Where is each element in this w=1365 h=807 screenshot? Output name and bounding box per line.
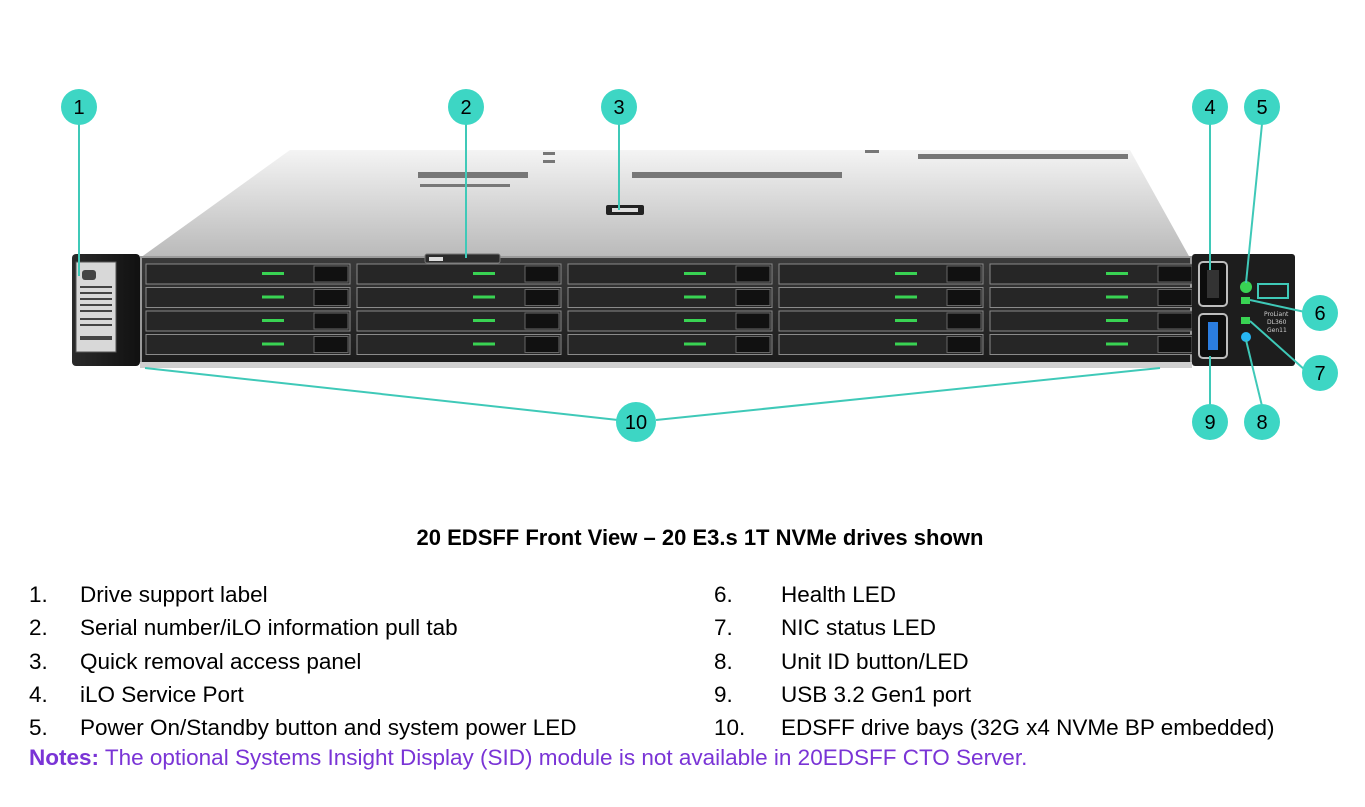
drive-bay[interactable] xyxy=(145,263,351,285)
callout-10: 10 xyxy=(616,402,656,442)
drive-bay[interactable] xyxy=(145,334,351,355)
figure-caption: 20 EDSFF Front View – 20 E3.s 1T NVMe dr… xyxy=(416,525,984,550)
svg-text:2: 2 xyxy=(460,97,471,119)
drive-bay[interactable] xyxy=(567,334,773,355)
legend-number: 8. xyxy=(714,648,733,674)
drive-activity-led xyxy=(262,295,284,299)
server-front-view-diagram: ProLiant DL360 Gen11 1 2 3 4 5 6 7 8 9 1… xyxy=(61,89,1338,442)
legend-number: 10. xyxy=(714,715,746,741)
model-label-3: Gen11 xyxy=(1267,327,1287,334)
drive-activity-led xyxy=(1106,342,1128,346)
drive-activity-led xyxy=(895,295,917,299)
notes-text: The optional Systems Insight Display (SI… xyxy=(99,745,1028,770)
drive-activity-led xyxy=(473,319,495,322)
drive-activity-led xyxy=(895,272,917,275)
callout-1: 1 xyxy=(61,89,97,125)
leader-lines xyxy=(78,123,1306,421)
svg-text:1: 1 xyxy=(73,97,84,119)
callout-2: 2 xyxy=(448,89,484,125)
drive-bay[interactable] xyxy=(778,334,984,355)
drive-activity-led xyxy=(895,319,917,322)
drive-activity-led xyxy=(473,342,495,346)
drive-bay[interactable] xyxy=(356,310,562,332)
drive-activity-led xyxy=(1106,295,1128,299)
drive-bay[interactable] xyxy=(989,263,1195,285)
drive-activity-led xyxy=(684,295,706,299)
drive-activity-led xyxy=(684,319,706,322)
health-led xyxy=(1241,297,1250,304)
svg-text:6: 6 xyxy=(1314,303,1325,325)
legend-text: Serial number/iLO information pull tab xyxy=(80,615,458,641)
legend-text: NIC status LED xyxy=(781,615,937,641)
drive-bay[interactable] xyxy=(567,310,773,332)
legend-text: Drive support label xyxy=(80,582,268,607)
legend-number: 2. xyxy=(29,615,48,641)
callout-5: 5 xyxy=(1244,89,1280,125)
legend-text: Power On/Standby button and system power… xyxy=(80,715,577,741)
serial-pull-tab xyxy=(424,253,501,264)
legend-number: 9. xyxy=(714,681,733,707)
notes-label: Notes: xyxy=(29,745,100,770)
legend-number: 6. xyxy=(714,582,733,607)
legend-number: 5. xyxy=(29,715,48,741)
svg-text:5: 5 xyxy=(1256,97,1267,119)
nic-status-led xyxy=(1241,317,1250,324)
drive-activity-led xyxy=(262,342,284,346)
uid-button-led[interactable] xyxy=(1241,332,1251,342)
svg-text:8: 8 xyxy=(1256,412,1267,434)
legend-number: 3. xyxy=(29,648,48,674)
legend-number: 1. xyxy=(29,582,48,607)
drive-bay[interactable] xyxy=(145,310,351,332)
legend-text: EDSFF drive bays (32G x4 NVMe BP embedde… xyxy=(781,715,1275,741)
drive-bay[interactable] xyxy=(567,287,773,308)
svg-text:9: 9 xyxy=(1204,412,1215,434)
drive-activity-led xyxy=(1106,319,1128,322)
drive-bay[interactable] xyxy=(778,263,984,285)
drive-activity-led xyxy=(684,342,706,346)
drive-activity-led xyxy=(262,272,284,275)
svg-text:7: 7 xyxy=(1314,363,1325,385)
svg-text:10: 10 xyxy=(625,412,647,434)
edsff-drive-bays[interactable] xyxy=(145,263,1195,355)
callout-3: 3 xyxy=(601,89,637,125)
chassis-top-cover xyxy=(140,150,1190,258)
callout-6: 6 xyxy=(1302,295,1338,331)
drive-activity-led xyxy=(1106,272,1128,275)
drive-bay[interactable] xyxy=(989,287,1195,308)
legend-text: iLO Service Port xyxy=(80,681,244,707)
drive-bay[interactable] xyxy=(356,263,562,285)
callout-9: 9 xyxy=(1192,404,1228,440)
callout-4: 4 xyxy=(1192,89,1228,125)
drive-activity-led xyxy=(473,272,495,275)
drive-bay[interactable] xyxy=(567,263,773,285)
drive-bay[interactable] xyxy=(356,287,562,308)
drive-bay[interactable] xyxy=(356,334,562,355)
drive-bay[interactable] xyxy=(778,287,984,308)
callout-7: 7 xyxy=(1302,355,1338,391)
callout-8: 8 xyxy=(1244,404,1280,440)
drive-bay[interactable] xyxy=(145,287,351,308)
drive-activity-led xyxy=(473,295,495,299)
drive-bay[interactable] xyxy=(989,334,1195,355)
model-label-2: DL360 xyxy=(1267,319,1287,326)
svg-text:3: 3 xyxy=(613,97,624,119)
power-button-led[interactable] xyxy=(1240,281,1252,293)
hpe-logo-plate xyxy=(1257,283,1289,299)
model-label-1: ProLiant xyxy=(1264,311,1289,318)
legend-text: Quick removal access panel xyxy=(80,648,362,674)
legend-text: Health LED xyxy=(781,582,897,607)
svg-text:4: 4 xyxy=(1204,97,1215,119)
legend-number: 7. xyxy=(714,615,733,641)
legend-text: Unit ID button/LED xyxy=(781,648,969,674)
drive-bay[interactable] xyxy=(778,310,984,332)
legend-text: USB 3.2 Gen1 port xyxy=(781,681,972,707)
drive-bay[interactable] xyxy=(989,310,1195,332)
notes: Notes: The optional Systems Insight Disp… xyxy=(29,745,1027,771)
drive-activity-led xyxy=(262,319,284,322)
drive-activity-led xyxy=(684,272,706,275)
drive-activity-led xyxy=(895,342,917,346)
legend-number: 4. xyxy=(29,681,48,707)
